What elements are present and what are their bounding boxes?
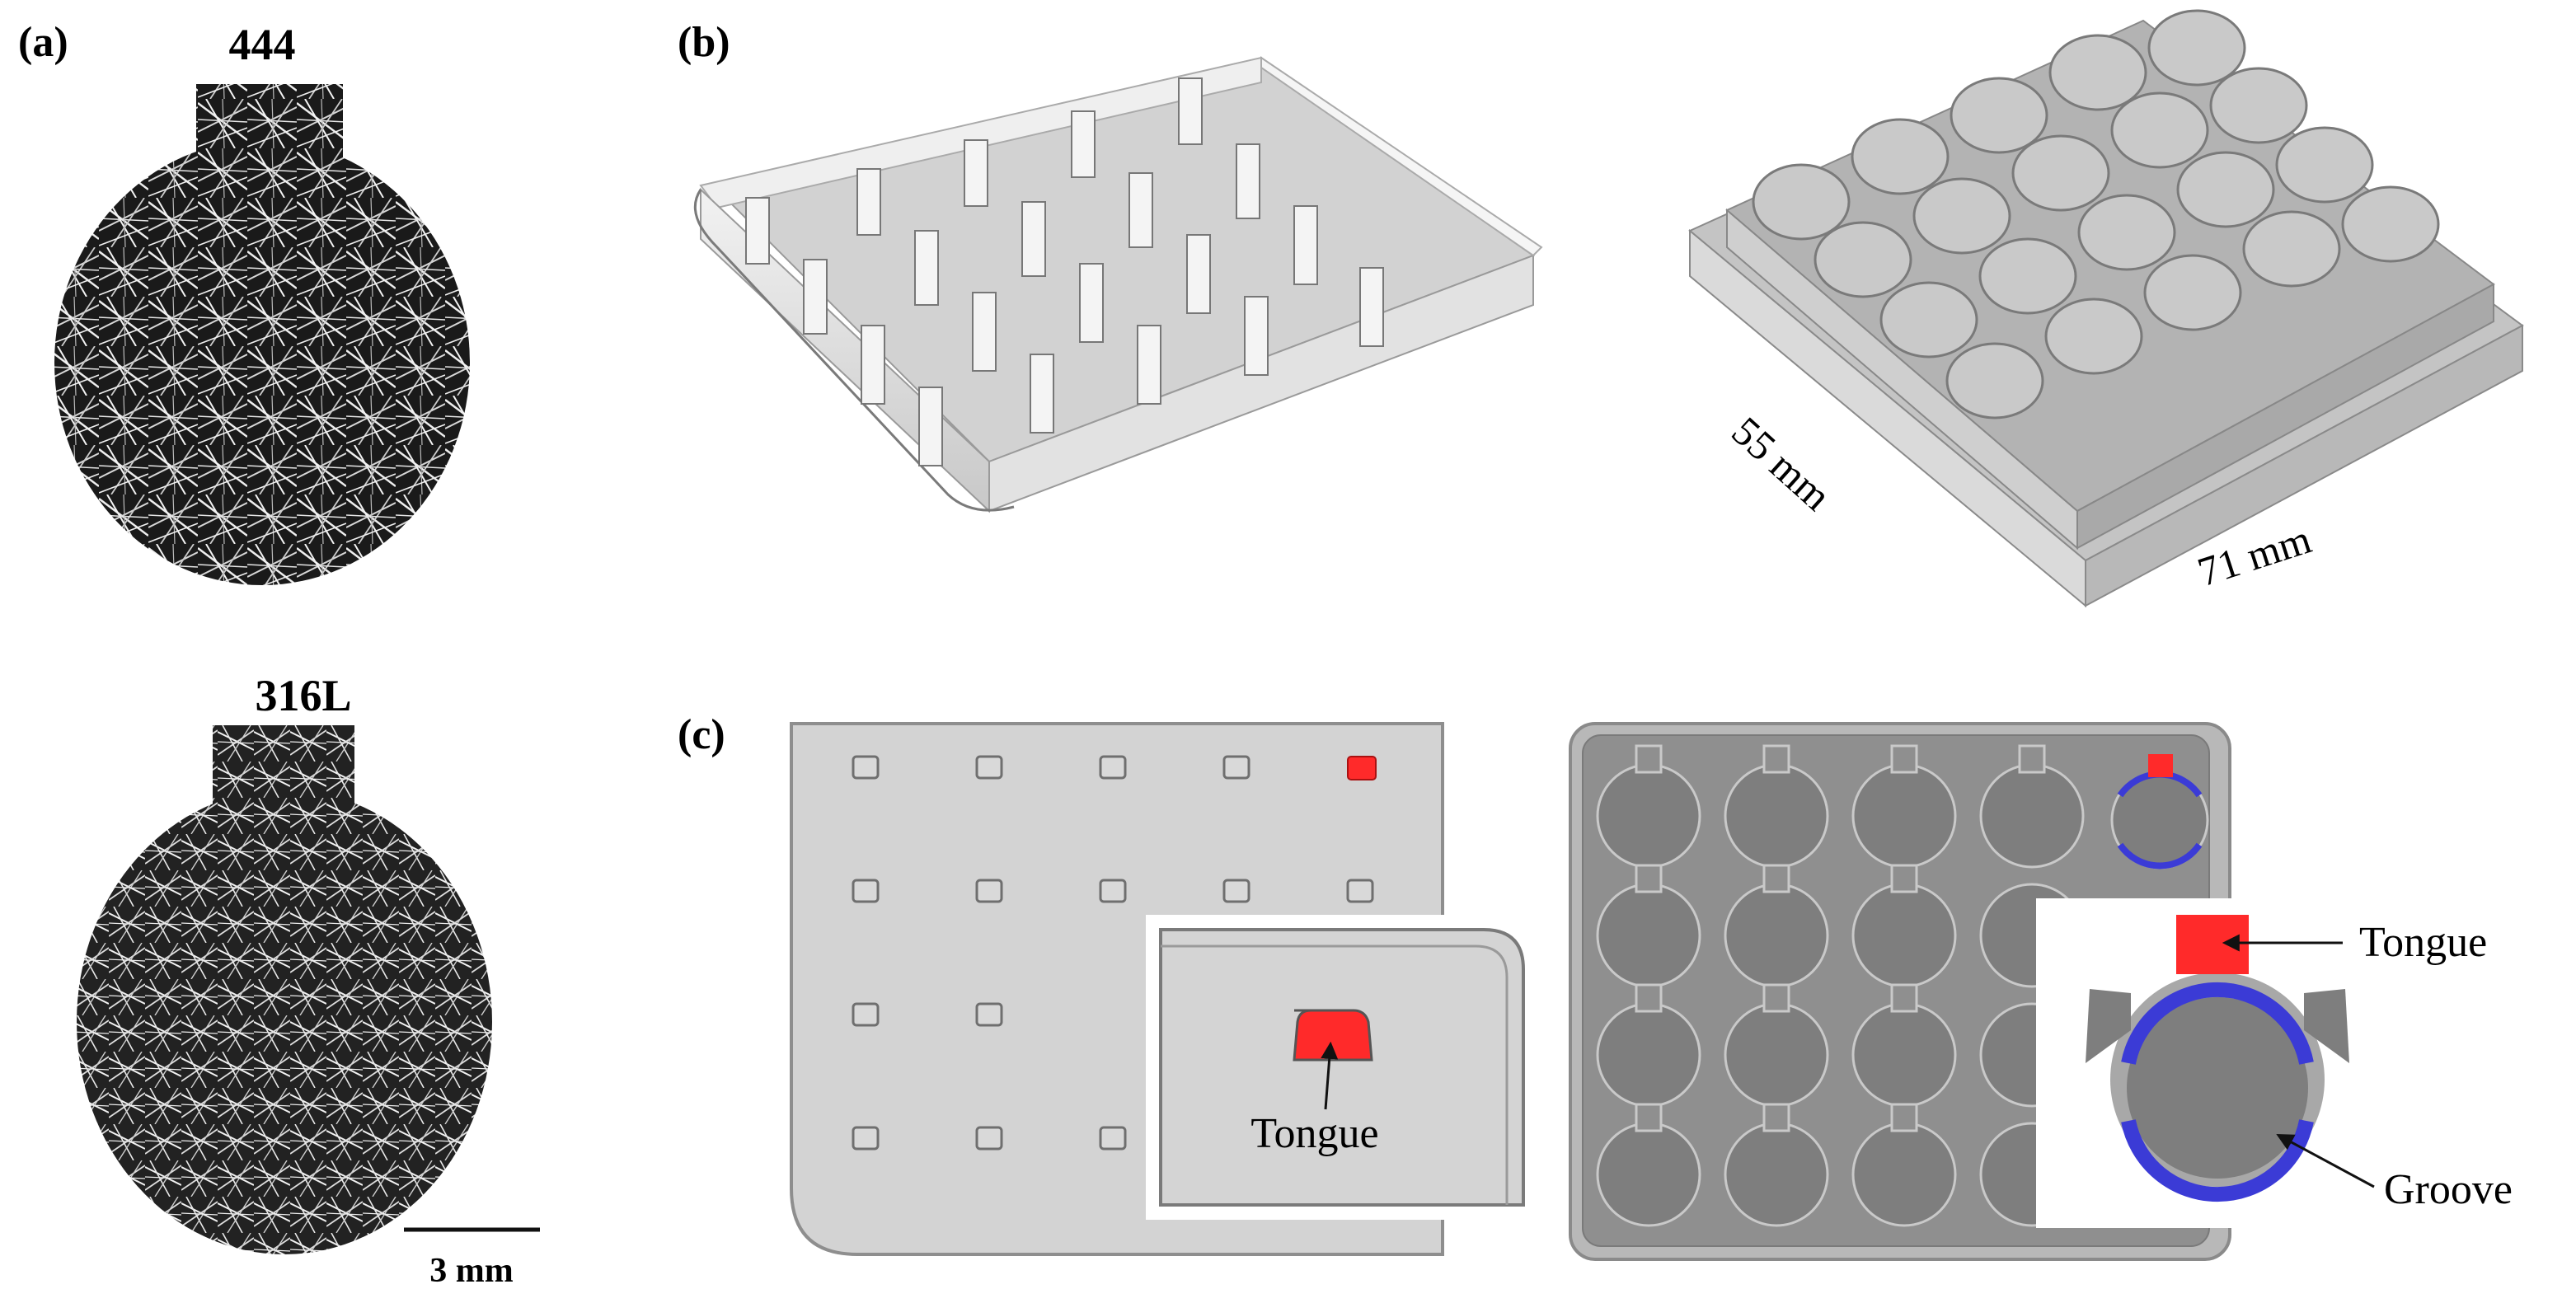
pin-tray-top-view: Tongue <box>790 722 1538 1256</box>
tongue-arrow-left <box>1321 1041 1339 1110</box>
panel-a: (a) 444 316L 3 mm <box>18 19 540 1290</box>
sample-444-label: 444 <box>229 20 296 69</box>
well-plate-top-view: Tongue Groove <box>1569 722 2513 1261</box>
groove-highlight-large-top <box>2121 982 2314 1065</box>
panel-b-label: (b) <box>678 19 730 66</box>
pin-tray-3d <box>693 56 1543 513</box>
dimension-width-label: 55 mm <box>1724 408 1841 520</box>
groove-callout: Groove <box>2384 1166 2513 1213</box>
panel-b: (b) <box>678 9 2524 608</box>
tongue-callout-left: Tongue <box>1250 1110 1378 1157</box>
tongue-highlight-large <box>1293 1009 1373 1062</box>
sample-444-specimen <box>54 84 470 585</box>
groove-highlight-large-bottom <box>2121 1119 2314 1202</box>
panel-a-label: (a) <box>18 19 68 66</box>
groove-arrow <box>2276 1134 2375 1188</box>
tongue-highlight-small-right <box>2148 754 2173 777</box>
tongue-inset: Tongue <box>1146 915 1538 1220</box>
well-plate-3d <box>1688 9 2524 608</box>
panel-c-label: (c) <box>678 711 725 758</box>
groove-inset <box>2036 898 2382 1228</box>
tongue-callout-right: Tongue <box>2359 919 2487 966</box>
scale-bar: 3 mm <box>404 1227 540 1290</box>
scale-bar-label: 3 mm <box>429 1252 513 1290</box>
groove-highlight-small-bottom <box>2117 842 2203 869</box>
tongue-highlight-right <box>2176 915 2249 974</box>
sample-316l-label: 316L <box>255 671 351 720</box>
sample-316l-specimen <box>77 725 492 1254</box>
tongue-highlight-small <box>1347 756 1377 780</box>
panel-c: (c) <box>678 711 2513 1261</box>
